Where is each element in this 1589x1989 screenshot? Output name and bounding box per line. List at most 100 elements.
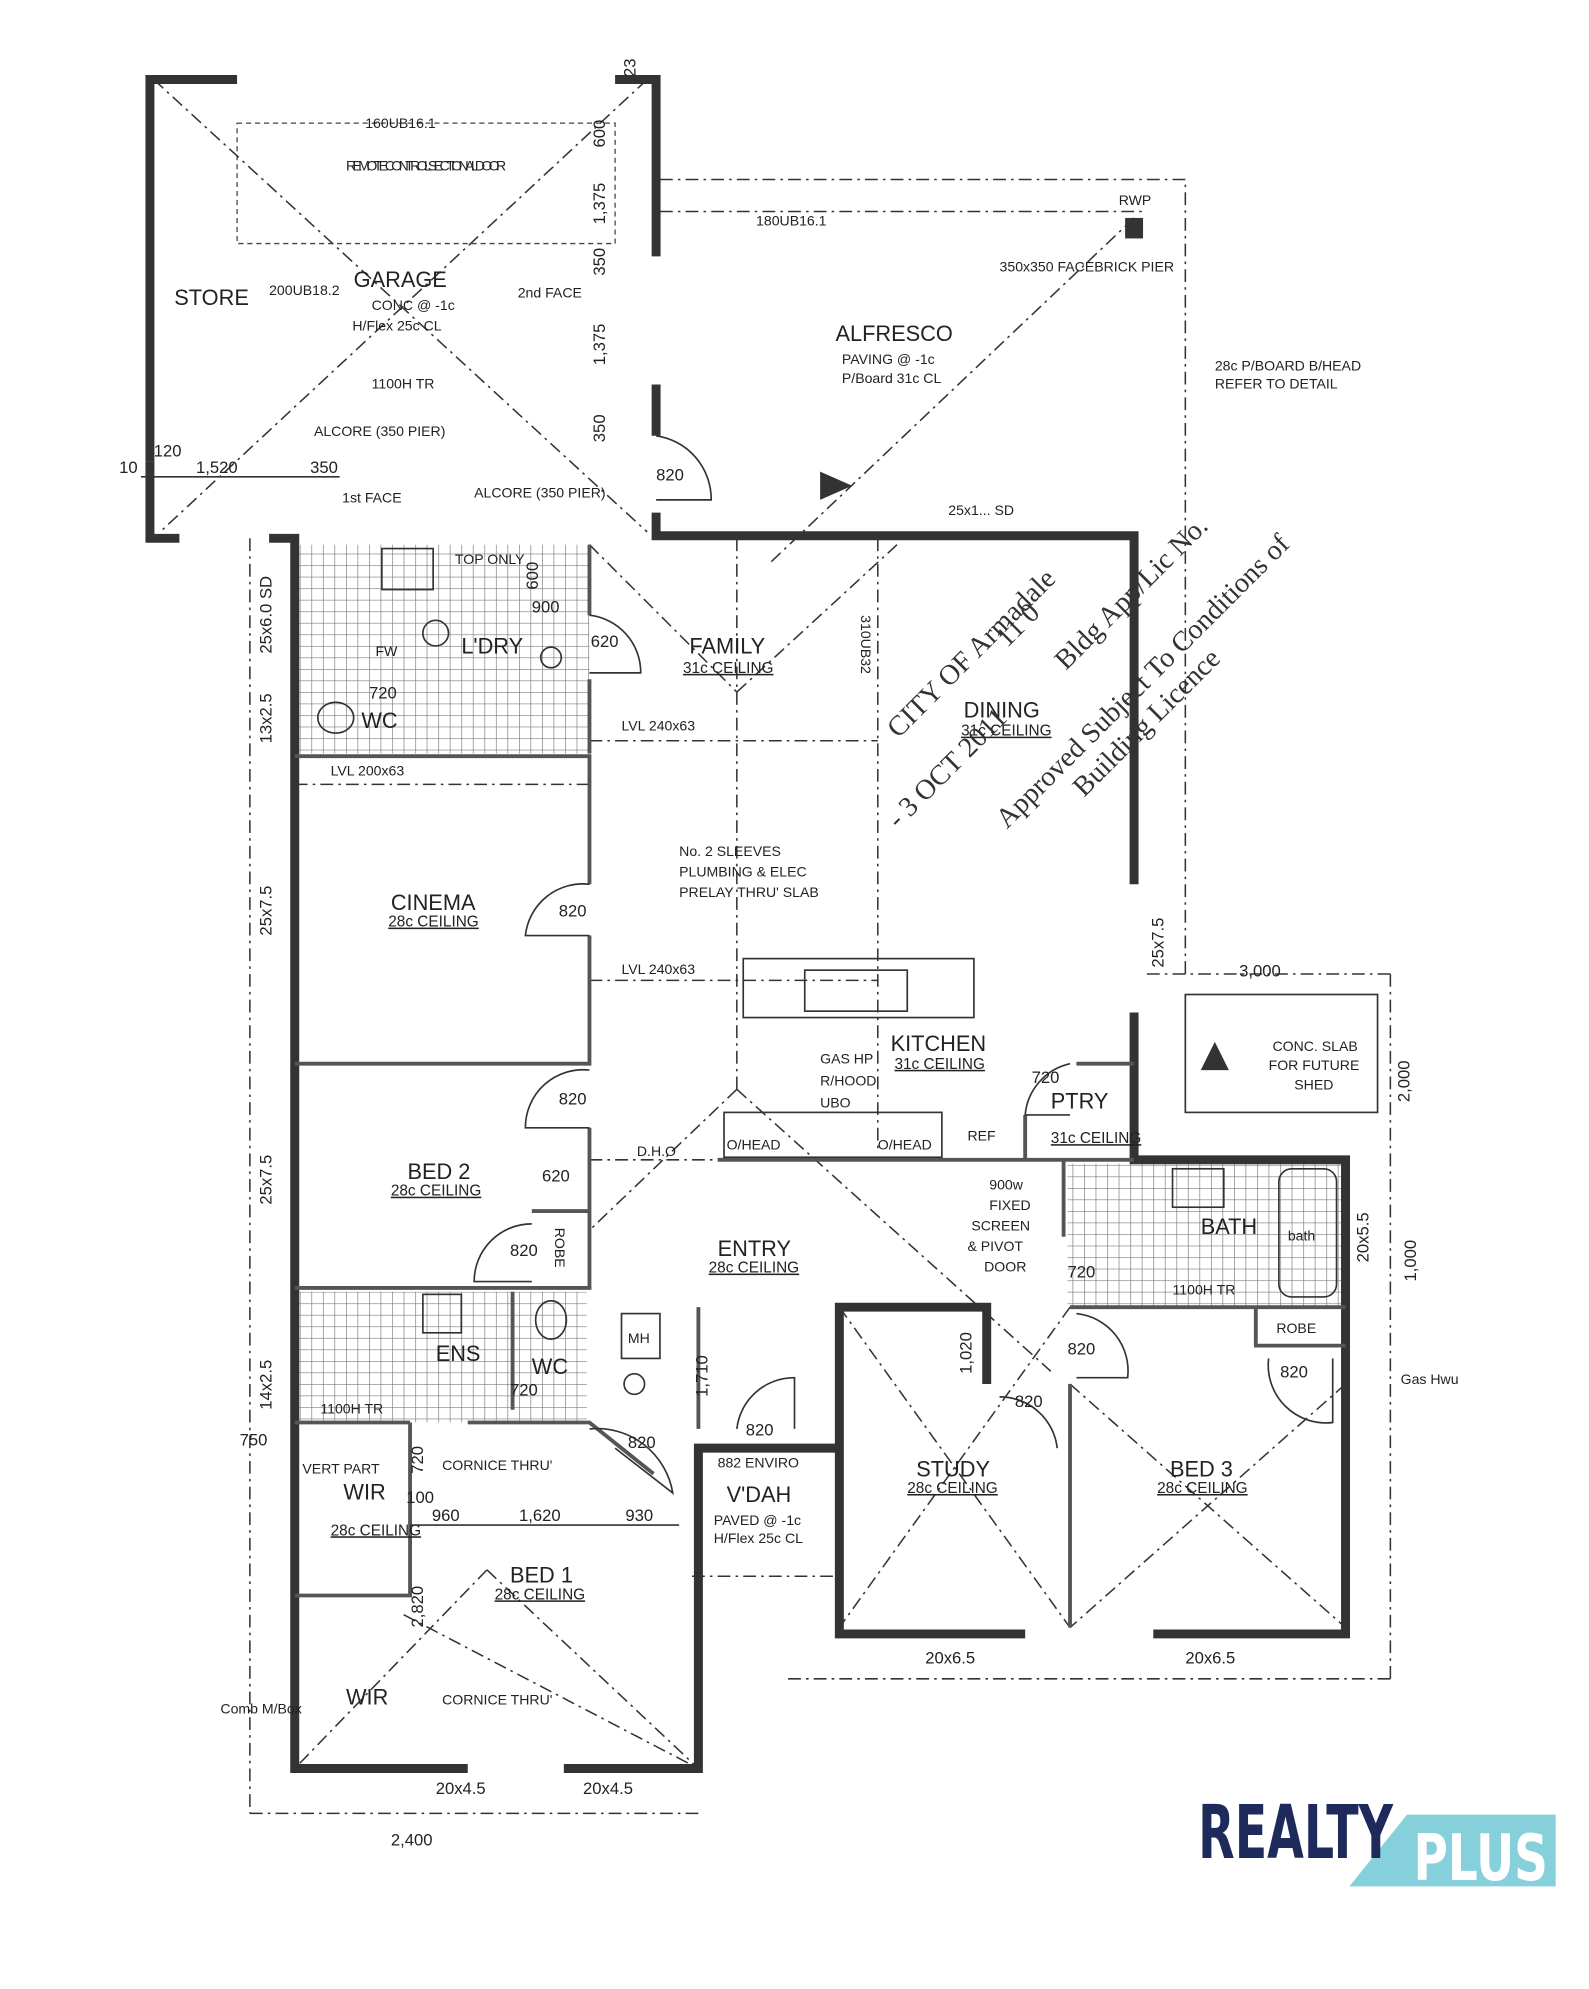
dim-2000: 2,000 xyxy=(1395,1060,1414,1102)
dim-23: 23 xyxy=(621,58,640,77)
note-vert-part: VERT PART xyxy=(302,1461,380,1477)
note-garage-flex: H/Flex 25c CL xyxy=(352,318,441,334)
dim-600: 600 xyxy=(590,120,609,148)
note-top-only: TOP ONLY xyxy=(455,551,525,567)
dim-820: 820 xyxy=(1067,1340,1095,1359)
dim-820: 820 xyxy=(628,1433,656,1452)
dim-720: 720 xyxy=(369,683,397,702)
note-sleeves3: PRELAY THRU' SLAB xyxy=(679,884,819,900)
logo-realty: REALTY xyxy=(1198,1789,1394,1876)
note-sd: 25x1... SD xyxy=(948,502,1014,518)
cinema-ceiling: 28c CEILING xyxy=(388,914,478,931)
roof-lines xyxy=(153,78,1392,1815)
wir-ceiling: 28c CEILING xyxy=(331,1522,421,1539)
window-20x5.5: 20x5.5 xyxy=(1354,1212,1373,1262)
dim-960: 960 xyxy=(432,1506,460,1525)
room-wc: WC xyxy=(361,708,397,733)
room-study: STUDY xyxy=(916,1456,990,1481)
room-family: FAMILY xyxy=(689,634,765,659)
bed2-ceiling: 28c CEILING xyxy=(391,1183,481,1200)
window-20x6.5: 20x6.5 xyxy=(925,1648,975,1667)
realty-plus-logo: REALTY PLUS xyxy=(1198,1789,1556,1896)
dim-720: 720 xyxy=(1032,1068,1060,1087)
dim-350: 350 xyxy=(310,458,338,477)
room-store: STORE xyxy=(174,285,249,310)
dining-ceiling: 31c CEILING xyxy=(961,723,1051,740)
note-tr2: 1100H TR xyxy=(1173,1281,1236,1297)
room-garage: GARAGE xyxy=(354,267,447,292)
note-vdah-flex: H/Flex 25c CL xyxy=(714,1530,803,1546)
room-verandah: V'DAH xyxy=(727,1482,792,1507)
note-alfresco-board: P/Board 31c CL xyxy=(842,370,942,386)
note-shower4: & PIVOT xyxy=(967,1238,1023,1254)
note-beam2: 180UB16.1 xyxy=(756,213,827,229)
dim-820: 820 xyxy=(1280,1363,1308,1382)
note-bath: bath xyxy=(1288,1228,1315,1244)
note-alcore2: ALCORE (350 PIER) xyxy=(474,484,605,500)
dim-350: 350 xyxy=(590,414,609,442)
dim-930: 930 xyxy=(625,1506,653,1525)
council-approval-stamp: CITY OF Armadale - 3 OCT 2011 Bldg App/L… xyxy=(881,511,1296,835)
dim-100: 100 xyxy=(406,1488,434,1507)
note-comb: Comb M/Box xyxy=(220,1700,301,1716)
room-bed3: BED 3 xyxy=(1170,1456,1233,1481)
note-alcore1: ALCORE (350 PIER) xyxy=(314,423,445,439)
room-bath: BATH xyxy=(1201,1214,1257,1239)
dim-600: 600 xyxy=(523,562,542,590)
window-20x4.5: 20x4.5 xyxy=(583,1779,633,1798)
window-20x6.5: 20x6.5 xyxy=(1185,1648,1235,1667)
note-vdah-paved: PAVED @ -1c xyxy=(714,1512,801,1528)
note-lvl2: LVL 200x63 xyxy=(331,762,405,778)
dim-820: 820 xyxy=(559,901,587,920)
note-shower1: 900w xyxy=(989,1176,1023,1192)
dim-820: 820 xyxy=(559,1090,587,1109)
note-shower3: SCREEN xyxy=(971,1217,1030,1233)
dim-120: 120 xyxy=(154,441,182,460)
room-robe2: ROBE xyxy=(1276,1320,1316,1336)
note-beam4: 310UB32 xyxy=(858,615,874,674)
window-25x7.5: 25x7.5 xyxy=(257,1155,276,1205)
note-ref: REF xyxy=(967,1128,996,1144)
room-cinema: CINEMA xyxy=(391,890,476,915)
note-pier: 350x350 FACEBRICK PIER xyxy=(1000,259,1174,275)
note-ohead1: O/HEAD xyxy=(727,1137,781,1153)
dim-1020: 1,020 xyxy=(956,1332,975,1374)
dim-1375: 1,375 xyxy=(590,183,609,225)
room-ensuite: ENS xyxy=(436,1341,481,1366)
note-shower2: FIXED xyxy=(989,1197,1030,1213)
room-bed2: BED 2 xyxy=(408,1159,471,1184)
window-20x4.5: 20x4.5 xyxy=(436,1779,486,1798)
note-dho: D.H.O xyxy=(637,1143,676,1159)
note-slab1: CONC. SLAB xyxy=(1272,1038,1357,1054)
note-fw: FW xyxy=(375,643,398,659)
note-sleeves2: PLUMBING & ELEC xyxy=(679,864,807,880)
note-cornice1: CORNICE THRU' xyxy=(442,1457,552,1473)
study-ceiling: 28c CEILING xyxy=(907,1480,997,1497)
pantry-ceiling: 31c CEILING xyxy=(1051,1130,1141,1147)
dim-1620: 1,620 xyxy=(519,1506,561,1525)
dim-820: 820 xyxy=(656,466,684,485)
dim-720: 720 xyxy=(510,1381,538,1400)
dim-1520: 1,520 xyxy=(196,458,238,477)
notes: 160UB16.1 REMOTE CONTROL SECTIONAL DOOR … xyxy=(220,115,1458,1716)
note-door: REMOTE CONTROL SECTIONAL DOOR xyxy=(346,158,506,174)
dim-900: 900 xyxy=(532,598,560,617)
dim-820: 820 xyxy=(746,1420,774,1439)
note-rhood: R/HOOD xyxy=(820,1072,876,1088)
note-cornice2: CORNICE THRU' xyxy=(442,1691,552,1707)
dim-10: 10 xyxy=(119,458,138,477)
dim-3000: 3,000 xyxy=(1239,962,1281,981)
dim-620: 620 xyxy=(591,632,619,651)
kitchen-ceiling: 31c CEILING xyxy=(894,1056,984,1073)
window-25x7.5: 25x7.5 xyxy=(1149,918,1168,968)
room-entry: ENTRY xyxy=(718,1236,792,1261)
room-wc2: WC xyxy=(532,1354,568,1379)
note-alfresco-paving: PAVING @ -1c xyxy=(842,351,935,367)
note-shower5: DOOR xyxy=(984,1258,1026,1274)
dimensions: 600 1,375 350 1,375 350 23 10 120 1,520 … xyxy=(119,58,1420,1849)
walls xyxy=(145,75,1351,1773)
dim-2820: 2,820 xyxy=(408,1586,427,1628)
room-robe1: ROBE xyxy=(552,1228,568,1268)
note-rwp: RWP xyxy=(1119,192,1152,208)
